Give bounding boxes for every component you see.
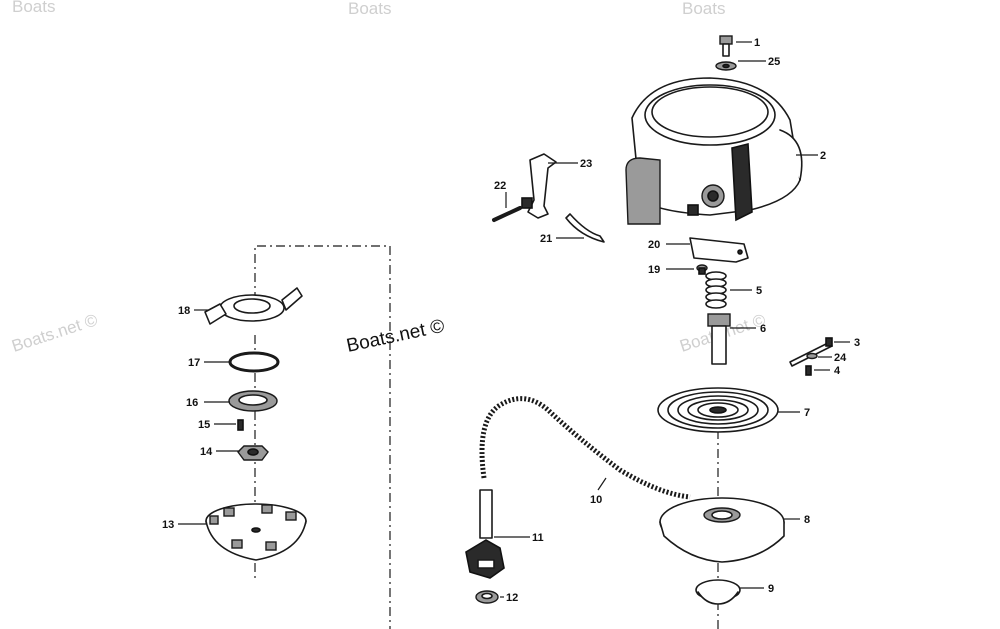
watermark-top-right: Boats — [682, 0, 725, 18]
callout-8: 8 — [804, 514, 810, 526]
callout-7: 7 — [804, 407, 810, 419]
watermark-left: Boats.net © — [9, 310, 100, 356]
callout-6: 6 — [760, 323, 766, 335]
callout-16: 16 — [186, 397, 198, 409]
part-7-rewind-spring — [657, 387, 779, 433]
part-11-handle — [465, 489, 505, 579]
part-21-spring-clip — [565, 213, 605, 243]
part-14-nut — [237, 445, 269, 461]
part-24-washer — [806, 352, 818, 360]
part-8-pulley — [659, 497, 785, 563]
part-13-cup — [205, 503, 307, 561]
part-19-screw — [696, 264, 708, 275]
callout-12: 12 — [506, 592, 518, 604]
part-1-bolt — [719, 35, 733, 57]
part-22-pin — [492, 206, 522, 222]
part-18-pawl-plate — [204, 287, 303, 325]
callout-20: 20 — [648, 239, 660, 251]
callout-3: 3 — [854, 337, 860, 349]
callout-2: 2 — [820, 150, 826, 162]
part-25-washer — [715, 61, 737, 71]
watermark-top-left: Boats — [12, 0, 55, 16]
part-9-cap — [695, 579, 741, 605]
callout-13: 13 — [162, 519, 174, 531]
part-20-plate — [689, 237, 749, 263]
callout-15: 15 — [198, 419, 210, 431]
callout-11: 11 — [532, 532, 544, 544]
callout-5: 5 — [756, 285, 762, 297]
part-23-bracket — [521, 153, 557, 219]
assembly-dash-line — [254, 245, 391, 629]
callout-18: 18 — [178, 305, 190, 317]
watermark-center: Boats.net © — [345, 316, 447, 357]
callout-17: 17 — [188, 357, 200, 369]
part-3-link — [789, 337, 833, 367]
callout-25: 25 — [768, 56, 780, 68]
part-4-screw — [805, 365, 812, 376]
callout-14: 14 — [200, 446, 213, 458]
callout-4: 4 — [834, 365, 841, 377]
leader-lines — [178, 41, 850, 598]
part-10-rope — [479, 396, 691, 500]
callout-22: 22 — [494, 180, 506, 192]
part-2-starter-housing — [625, 77, 803, 225]
callout-23: 23 — [580, 158, 592, 170]
part-5-spring — [705, 271, 727, 309]
part-15-screw — [237, 419, 244, 431]
part-12-grommet — [475, 590, 499, 604]
callout-19: 19 — [648, 264, 660, 276]
callout-10: 10 — [590, 494, 602, 506]
watermark-top-mid: Boats — [348, 0, 391, 18]
callout-24: 24 — [834, 352, 847, 364]
part-6-spindle — [707, 313, 731, 365]
part-16-washer — [228, 390, 278, 412]
callout-9: 9 — [768, 583, 774, 595]
callout-1: 1 — [754, 37, 760, 49]
callout-21: 21 — [540, 233, 552, 245]
part-17-ring — [228, 351, 280, 373]
